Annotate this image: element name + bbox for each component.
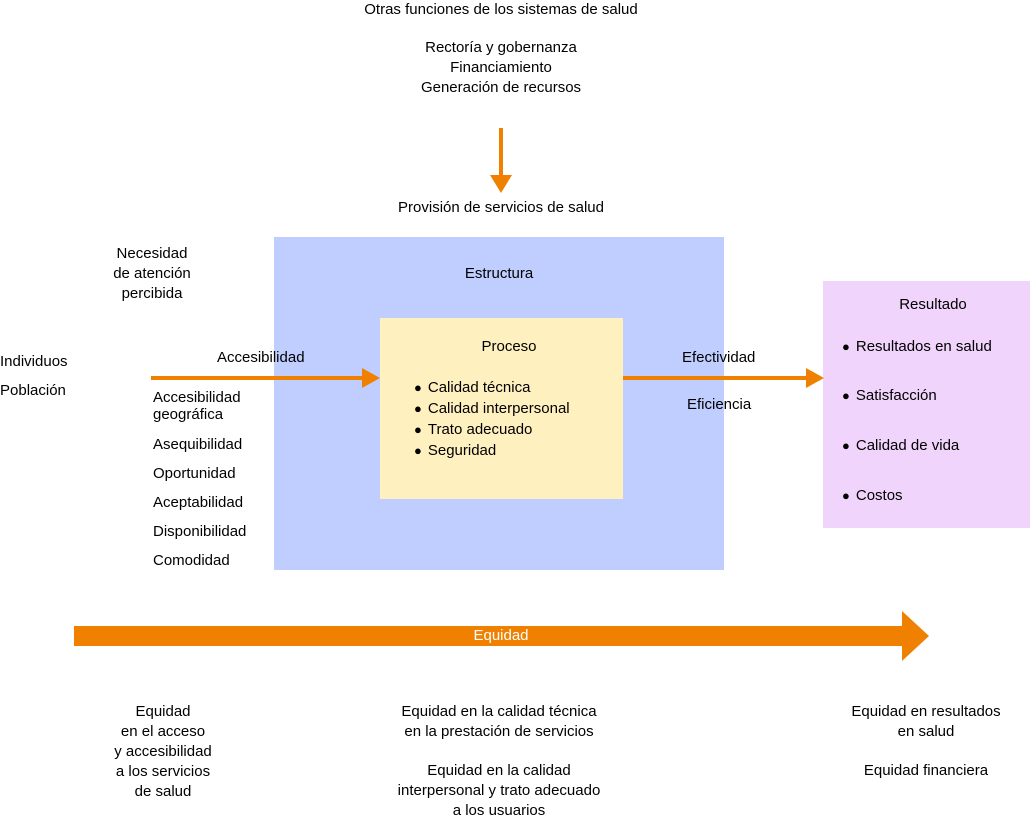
result-item: ● Satisfacción [842, 386, 937, 406]
bottom-line: Equidad financiera [863, 762, 989, 779]
eficiencia-text: Eficiencia [687, 396, 752, 413]
need-line: de atención [113, 265, 191, 282]
efectividad-text: Efectividad [682, 349, 756, 366]
need-line: Necesidad [116, 245, 188, 262]
eficiencia-label: Eficiencia [687, 395, 751, 415]
equity-arrow [74, 611, 929, 661]
access-item: Comodidad [153, 551, 230, 571]
access-item-line: Accesibilidad [153, 389, 241, 406]
access-arrow [151, 368, 380, 388]
bottom-line: en la prestación de servicios [404, 723, 594, 740]
bottom-right-text-a: Equidad en resultados en salud [826, 702, 1026, 742]
access-item: Disponibilidad [153, 522, 246, 542]
structure-title: Estructura [274, 264, 724, 284]
bottom-line: Equidad en la calidad técnica [401, 703, 597, 720]
bottom-middle-text-b: Equidad en la calidad interpersonal y tr… [349, 761, 649, 821]
bottom-middle-text-a: Equidad en la calidad técnica en la pres… [349, 702, 649, 742]
bullet-icon: ● [842, 388, 850, 403]
top-item: Generación de recursos [420, 79, 582, 96]
process-item: Calidad interpersonal [414, 398, 570, 419]
result-item-text: Calidad de vida [855, 437, 960, 454]
bottom-line: Equidad [135, 703, 191, 720]
bottom-line: en el acceso [120, 723, 206, 740]
population-label: Población [0, 381, 66, 401]
access-item-text: Comodidad [153, 552, 230, 569]
result-title: Resultado [823, 295, 1030, 315]
individuals-label: Individuos [0, 352, 68, 372]
process-list: Calidad técnica Calidad interpersonal Tr… [414, 377, 570, 461]
efectividad-label: Efectividad [682, 348, 755, 368]
bottom-line: a los servicios [115, 763, 211, 780]
result-item-text: Costos [855, 487, 903, 504]
access-item: Oportunidad [153, 464, 236, 484]
equity-label: Equidad [400, 626, 602, 646]
bottom-line: a los usuarios [452, 802, 546, 819]
result-item: ● Costos [842, 486, 903, 506]
bullet-icon: ● [842, 438, 850, 453]
provision-label: Provisión de servicios de salud [300, 198, 702, 218]
top-title-text: Otras funciones de los sistemas de salud [364, 1, 638, 18]
provision-label-text: Provisión de servicios de salud [398, 199, 604, 216]
need-line: percibida [121, 285, 183, 302]
bottom-line: de salud [134, 783, 192, 800]
process-item: Trato adecuado [414, 419, 570, 440]
result-item-text: Satisfacción [855, 387, 937, 404]
bottom-right-text-b: Equidad financiera [826, 761, 1026, 781]
process-title-text: Proceso [481, 338, 537, 355]
result-item: ● Resultados en salud [842, 337, 992, 357]
top-title: Otras funciones de los sistemas de salud [250, 0, 752, 20]
outcome-arrow [623, 368, 824, 388]
top-item: Financiamiento [450, 59, 552, 76]
top-functions-list: Rectoría y gobernanza Financiamiento Gen… [300, 38, 702, 98]
bottom-line: Equidad en resultados [851, 703, 1001, 720]
individuals-text: Individuos [0, 353, 68, 370]
bottom-line: interpersonal y trato adecuado [397, 782, 601, 799]
bottom-line: y accesibilidad [114, 743, 212, 760]
need-label: Necesidad de atención percibida [90, 244, 214, 304]
access-item: Asequibilidad [153, 435, 242, 455]
result-title-text: Resultado [899, 296, 967, 313]
process-title: Proceso [380, 337, 638, 357]
access-item-line: geográfica [153, 406, 224, 423]
bottom-line: en salud [897, 723, 955, 740]
access-item-text: Disponibilidad [153, 523, 247, 540]
bullet-icon: ● [842, 339, 850, 354]
down-arrow [490, 128, 512, 193]
equity-label-text: Equidad [473, 627, 529, 644]
top-item: Rectoría y gobernanza [425, 39, 577, 56]
result-item-text: Resultados en salud [855, 338, 992, 355]
process-item: Calidad técnica [414, 377, 570, 398]
access-item-geographic: Accesibilidad geográfica [153, 389, 241, 423]
process-item: Seguridad [414, 440, 570, 461]
access-label-text: Accesibilidad [217, 349, 305, 366]
bottom-left-text: Equidad en el acceso y accesibilidad a l… [83, 702, 243, 802]
result-item: ● Calidad de vida [842, 436, 959, 456]
bottom-line: Equidad en la calidad [427, 762, 571, 779]
structure-title-text: Estructura [464, 265, 534, 282]
access-item-text: Asequibilidad [153, 436, 243, 453]
access-item-text: Oportunidad [153, 465, 236, 482]
access-item: Aceptabilidad [153, 493, 243, 513]
bullet-icon: ● [842, 488, 850, 503]
result-box [823, 281, 1030, 528]
access-label: Accesibilidad [217, 348, 305, 368]
population-text: Población [0, 382, 66, 399]
access-item-text: Aceptabilidad [153, 494, 244, 511]
